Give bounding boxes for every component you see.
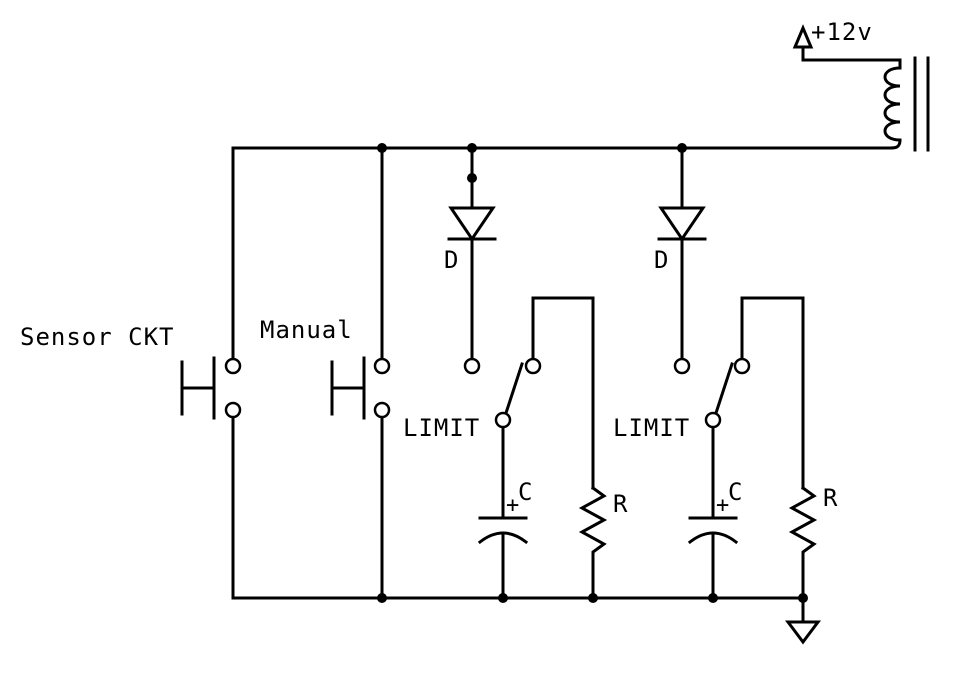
junction-dots [377, 143, 808, 603]
sensor-label: Sensor CKT [20, 323, 175, 351]
diode-1: D [444, 146, 497, 360]
stage-2: D LIMIT + C R [613, 146, 838, 600]
resistor-1-label: R [613, 490, 628, 518]
junction-dot [588, 593, 598, 603]
manual-pushbutton: Manual [260, 146, 391, 600]
supply-label: +12v [811, 18, 873, 46]
diode-1-label: D [444, 246, 459, 274]
ground-symbol [785, 596, 821, 645]
junction-dot [377, 143, 387, 153]
capacitor-1: + C [477, 426, 533, 600]
capacitor-2: + C [687, 426, 743, 600]
manual-label: Manual [260, 316, 353, 344]
capacitor-1-plus: + [506, 493, 519, 518]
junction-dot [798, 593, 808, 603]
junction-dot [498, 593, 508, 603]
limit-1-label: LIMIT [403, 414, 480, 442]
resistor-2-label: R [823, 484, 838, 512]
capacitor-2-plus: + [716, 493, 729, 518]
stage-1: D LIMIT + C R [403, 146, 628, 600]
resistor-2: R [788, 484, 838, 600]
junction-dot [467, 173, 477, 183]
relay-coil [801, 45, 930, 152]
junction-dot [467, 143, 477, 153]
junction-dot [677, 143, 687, 153]
limit-switch-1: LIMIT [403, 296, 595, 490]
limit-2-label: LIMIT [613, 414, 690, 442]
diode-2: D [654, 146, 707, 360]
limit-switch-2: LIMIT [613, 296, 805, 490]
junction-dot [708, 593, 718, 603]
capacitor-1-label: C [518, 478, 533, 506]
sensor-pushbutton: Sensor CKT [20, 146, 242, 600]
supply-12v-symbol: +12v [792, 18, 873, 49]
junction-dot [377, 593, 387, 603]
capacitor-2-label: C [728, 478, 743, 506]
diode-2-label: D [654, 246, 669, 274]
resistor-1: R [578, 485, 628, 600]
